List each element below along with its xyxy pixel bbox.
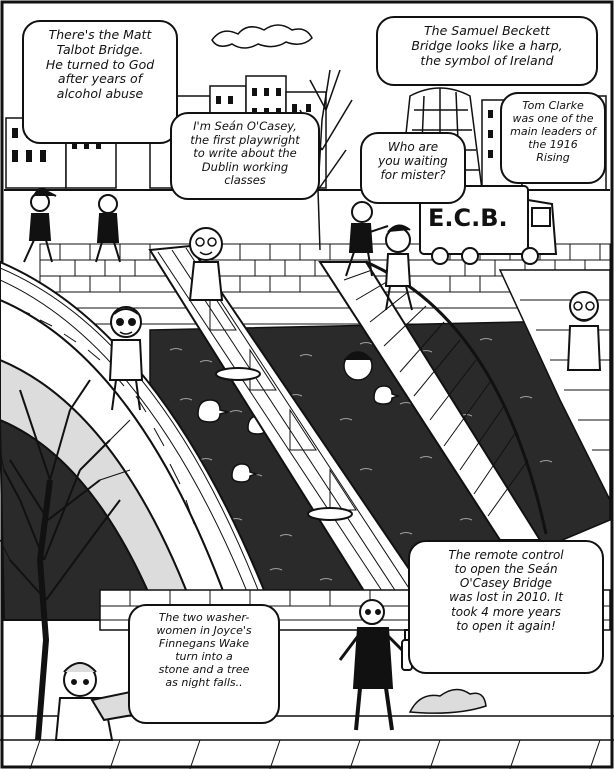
man-with-bottle-figure <box>338 599 413 731</box>
bubble-waiting-mister: Who are you waiting for mister? <box>360 132 466 204</box>
matt-talbot-figure <box>108 306 144 411</box>
tom-clarke-figure <box>566 291 602 371</box>
sean-ocasey-figure <box>188 227 224 301</box>
bare-tree <box>0 379 131 741</box>
van-lettering: E.C.B. <box>428 204 508 232</box>
people-on-wall <box>23 187 121 263</box>
rubble-stone <box>408 688 487 714</box>
waiting-man-figure <box>345 201 389 277</box>
boy-figure <box>384 224 413 311</box>
sean-ocasey-bridge <box>148 244 432 612</box>
ecb-van: E.C.B. <box>419 185 558 265</box>
bubble-tom-clarke: Tom Clarke was one of the main leaders o… <box>500 92 606 184</box>
swimmer-head <box>343 351 373 381</box>
bubble-sean-ocasey: I'm Seán O'Casey, the first playwright t… <box>170 112 320 200</box>
bubble-matt-talbot: There's the Matt Talbot Bridge. He turne… <box>22 20 178 144</box>
cloud <box>211 24 313 49</box>
bubble-samuel-beckett: The Samuel Beckett Bridge looks like a h… <box>376 16 598 86</box>
bubble-remote-control: The remote control to open the Seán O'Ca… <box>408 540 604 674</box>
bubble-washerwomen: The two washer- women in Joyce's Finnega… <box>128 604 280 724</box>
